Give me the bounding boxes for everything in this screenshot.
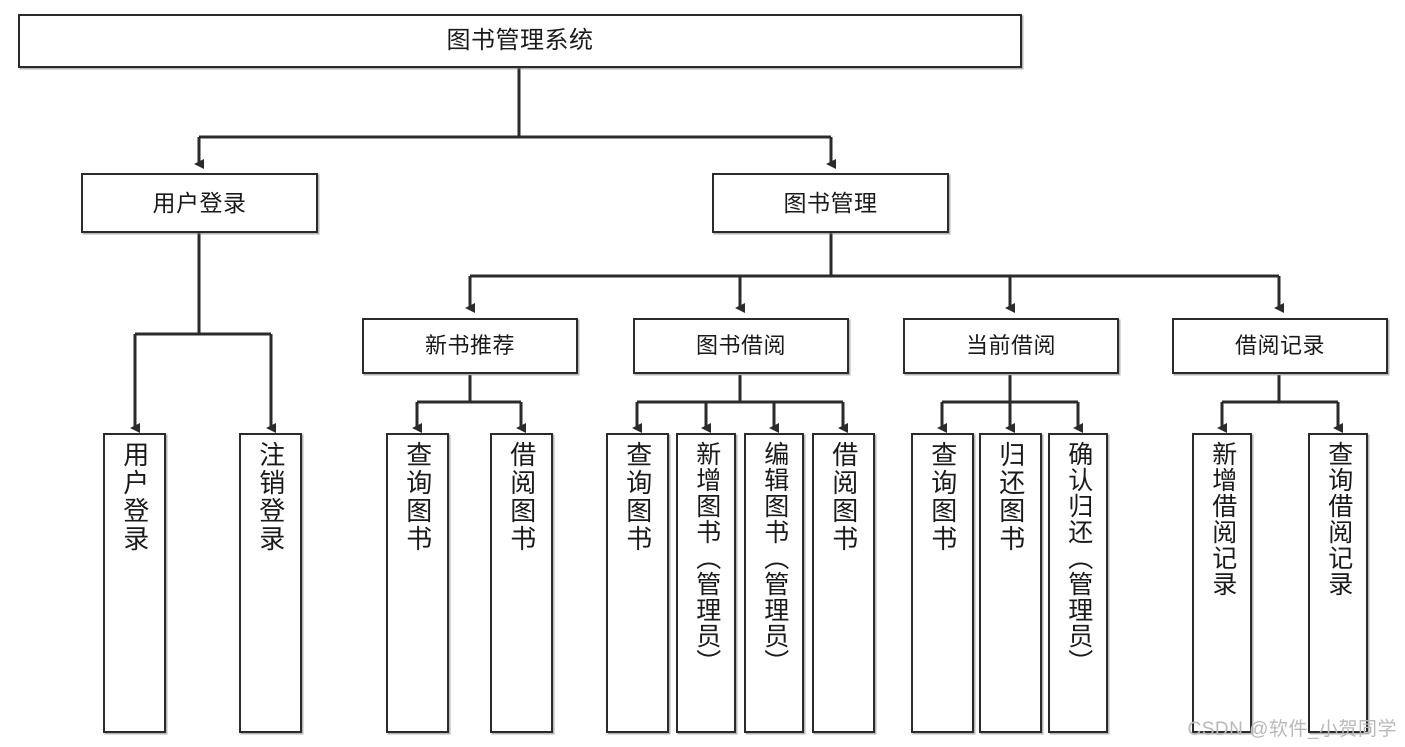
- node-label: 查询借阅记录: [1324, 441, 1353, 597]
- node-label: 归还图书: [995, 441, 1026, 553]
- leaf-add-book-admin[interactable]: 新增图书（管理员）: [676, 433, 736, 733]
- node-book-management[interactable]: 图书管理: [712, 173, 949, 233]
- leaf-add-borrow-record[interactable]: 新增借阅记录: [1192, 433, 1252, 733]
- node-label: 查询图书: [622, 441, 653, 553]
- node-label: 图书管理系统: [446, 27, 594, 55]
- node-label: 编辑图书（管理员）: [760, 441, 789, 675]
- node-label: 用户登录: [119, 441, 150, 553]
- node-label: 新增图书（管理员）: [692, 441, 721, 675]
- node-label: 借阅记录: [1234, 333, 1325, 359]
- node-borrow-record[interactable]: 借阅记录: [1172, 318, 1388, 374]
- node-label: 查询图书: [402, 441, 433, 553]
- node-label: 注销登录: [255, 441, 286, 553]
- node-label: 用户登录: [152, 189, 247, 216]
- node-label: 确认归还（管理员）: [1064, 441, 1093, 675]
- leaf-edit-book-admin[interactable]: 编辑图书（管理员）: [744, 433, 804, 733]
- node-label: 新增借阅记录: [1208, 441, 1237, 597]
- node-root-book-management-system[interactable]: 图书管理系统: [18, 14, 1022, 68]
- node-user-login[interactable]: 用户登录: [81, 173, 318, 233]
- node-new-book-recommend[interactable]: 新书推荐: [362, 318, 578, 374]
- node-label: 图书借阅: [695, 333, 786, 359]
- leaf-user-login[interactable]: 用户登录: [103, 433, 166, 733]
- leaf-query-book-recommend[interactable]: 查询图书: [386, 433, 449, 733]
- leaf-query-borrow-record[interactable]: 查询借阅记录: [1308, 433, 1368, 733]
- leaf-confirm-return-admin[interactable]: 确认归还（管理员）: [1048, 433, 1108, 733]
- leaf-logout[interactable]: 注销登录: [239, 433, 302, 733]
- leaf-return-book[interactable]: 归还图书: [979, 433, 1042, 733]
- node-book-borrow[interactable]: 图书借阅: [633, 318, 849, 374]
- node-label: 图书管理: [783, 189, 878, 216]
- node-label: 当前借阅: [965, 333, 1056, 359]
- node-label: 借阅图书: [506, 441, 537, 553]
- leaf-borrow-book-borrow[interactable]: 借阅图书: [812, 433, 875, 733]
- node-current-borrow[interactable]: 当前借阅: [903, 318, 1119, 374]
- leaf-query-book-current[interactable]: 查询图书: [911, 433, 974, 733]
- node-label: 新书推荐: [424, 333, 515, 359]
- leaf-borrow-book-recommend[interactable]: 借阅图书: [490, 433, 553, 733]
- csdn-watermark: CSDN @软件_小贺同学: [1187, 719, 1397, 740]
- leaf-query-book-borrow[interactable]: 查询图书: [606, 433, 669, 733]
- node-label: 查询图书: [927, 441, 958, 553]
- node-label: 借阅图书: [828, 441, 859, 553]
